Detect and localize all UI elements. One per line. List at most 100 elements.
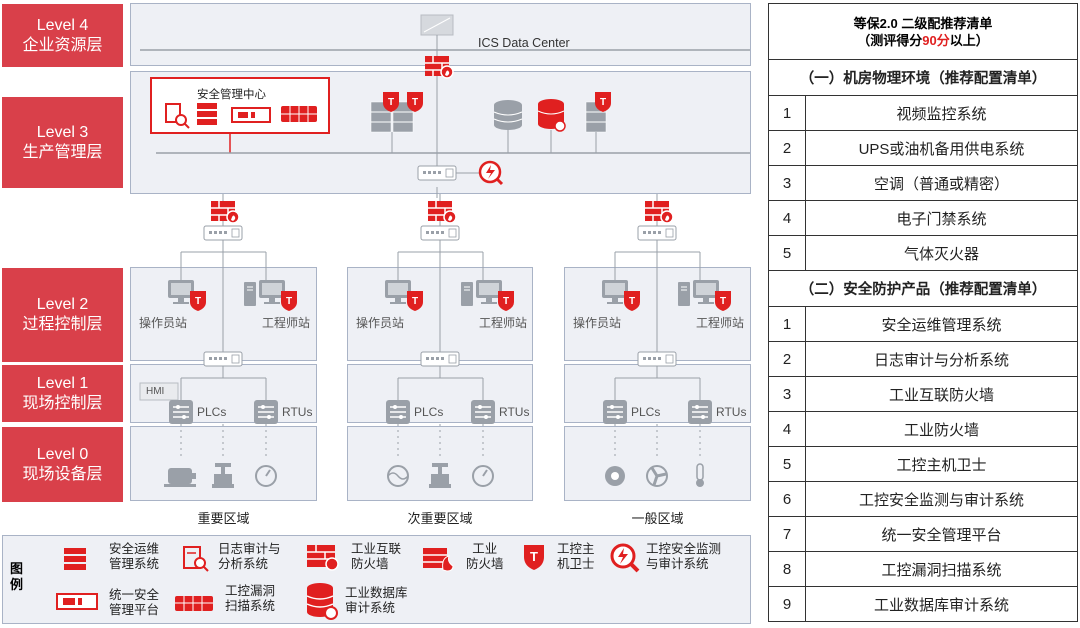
legend-label-host-guard: 工控主 机卫士 (557, 542, 595, 571)
recommendation-panel: 等保2.0 二级配推荐清单 （测评得分90分以上） （一）机房物理环境（推荐配置… (768, 3, 1078, 622)
zone3-plc-icon (602, 399, 628, 425)
ops-management-icon (64, 548, 86, 570)
l3-monitor-audit-icon (478, 160, 504, 186)
zone1-links (180, 240, 267, 458)
level-2-en: Level 2 (36, 296, 89, 313)
zone3-links (614, 240, 701, 458)
zone1-engineer-guard-icon (281, 291, 297, 311)
zone1-plc-label: PLCs (197, 405, 227, 419)
zone2-operator-guard-icon (407, 291, 423, 311)
zone3-plc-label: PLCs (631, 405, 661, 419)
zone1-rtu-label: RTUs (282, 405, 313, 419)
zone3-level0-panel (564, 426, 751, 501)
zone2-operator-label: 操作员站 (356, 316, 405, 330)
zone1-operator-label: 操作员站 (139, 316, 188, 330)
legend-title: 图 例 (10, 561, 24, 592)
zone2-engineer-label: 工程师站 (479, 316, 528, 330)
zone1-plc-icon (168, 399, 194, 425)
zone2-gauge-icon (472, 465, 494, 487)
zone1-firewall-icon (210, 200, 240, 224)
level-3-label: Level 3 生产管理层 (2, 97, 123, 188)
title-line-2: （测评得分90分以上） (857, 32, 989, 48)
level-3-en: Level 3 (36, 123, 89, 141)
legend-label-internet-firewall: 工业互联 防火墙 (351, 542, 402, 571)
legend-label-unified-platform: 统一安全 管理平台 (109, 588, 160, 617)
level-4-en: Level 4 (36, 16, 89, 34)
zone2-field-switch (420, 351, 460, 367)
level-4-zh: 企业资源层 (22, 36, 103, 54)
zone1-valve-icon (212, 463, 234, 488)
zone3-engineer-guard-icon (715, 291, 731, 311)
unified-platform-icon (56, 593, 98, 610)
zone2-firewall-icon (427, 200, 457, 224)
zone3-engineer-label: 工程师站 (696, 316, 745, 330)
zone3-switch (637, 225, 677, 241)
zone1-switch (203, 225, 243, 241)
level-0-label: Level 0 现场设备层 (2, 427, 123, 502)
zone1-field-switch (203, 351, 243, 367)
zone3-thermometer-icon (696, 463, 704, 487)
l3-core-switch (417, 165, 457, 181)
data-center-label: ICS Data Center (478, 36, 570, 50)
zone3-rtu-label: RTUs (716, 405, 747, 419)
level-2-zh: 过程控制层 (22, 316, 103, 333)
center-log-audit-icon (165, 103, 190, 129)
zone1-rtu-icon (253, 399, 279, 425)
zone3-sensor-icon (605, 466, 625, 486)
legend-label-vuln-scan: 工控漏洞 扫描系统 (225, 584, 276, 613)
l3-db-audit-icon (537, 99, 566, 132)
zone3-engineer-tower-icon (677, 281, 691, 307)
zone2-engineer-tower-icon (460, 281, 474, 307)
level-1-en: Level 1 (36, 374, 89, 392)
zone2-switch (420, 225, 460, 241)
zone1-motor-icon (164, 468, 196, 487)
industrial-firewall-icon (423, 548, 454, 572)
zone2-engineer-guard-icon (498, 291, 514, 311)
level-2-label: Level 2 过程控制层 (2, 268, 123, 362)
legend-panel: 图 例 安全运维 管理系统 日志审计与 分析系统 工业互联 防火墙 工业 防火墙… (2, 535, 751, 624)
center-ops-icon (197, 103, 217, 125)
level-4-label: Level 4 企业资源层 (2, 4, 123, 67)
security-center-label: 安全管理中心 (197, 89, 266, 101)
zone3-rtu-icon (687, 399, 713, 425)
legend-label-db-audit: 工业数据库 审计系统 (345, 586, 408, 615)
level-0-zh: 现场设备层 (22, 465, 103, 483)
zone2-links (397, 240, 484, 458)
zone2-flow-meter-icon (387, 465, 409, 487)
hmi-label: HMI (146, 386, 165, 397)
monitor-audit-icon (610, 543, 640, 573)
log-audit-icon (183, 546, 209, 572)
center-platform-icon (231, 107, 271, 123)
db-audit-icon (306, 583, 338, 620)
legend-label-monitor-audit: 工控安全监测 与审计系统 (646, 542, 722, 571)
recommendation-title: 等保2.0 二级配推荐清单 （测评得分90分以上） (768, 3, 1078, 59)
section-1-header: （一）机房物理环境（推荐配置清单） (768, 59, 1078, 96)
zone1-gauge-icon (255, 465, 277, 487)
level-0-en: Level 0 (36, 445, 89, 463)
center-vuln-scan-icon (281, 106, 317, 122)
zone3-field-switch (637, 351, 677, 367)
host-guard-icon: T (524, 545, 544, 570)
zone3-fan-icon (646, 465, 668, 487)
legend-label-log-audit: 日志审计与 分析系统 (218, 542, 281, 571)
score-highlight: 90分 (922, 32, 950, 48)
zone2-rtu-icon (470, 399, 496, 425)
zone2-plc-label: PLCs (414, 405, 444, 419)
zone-2-label: 次重要区域 (407, 511, 473, 526)
industrial-internet-firewall-icon (307, 545, 339, 571)
zone2-rtu-label: RTUs (499, 405, 530, 419)
zone3-operator-label: 操作员站 (573, 316, 622, 330)
level-1-zh: 现场控制层 (22, 394, 103, 412)
